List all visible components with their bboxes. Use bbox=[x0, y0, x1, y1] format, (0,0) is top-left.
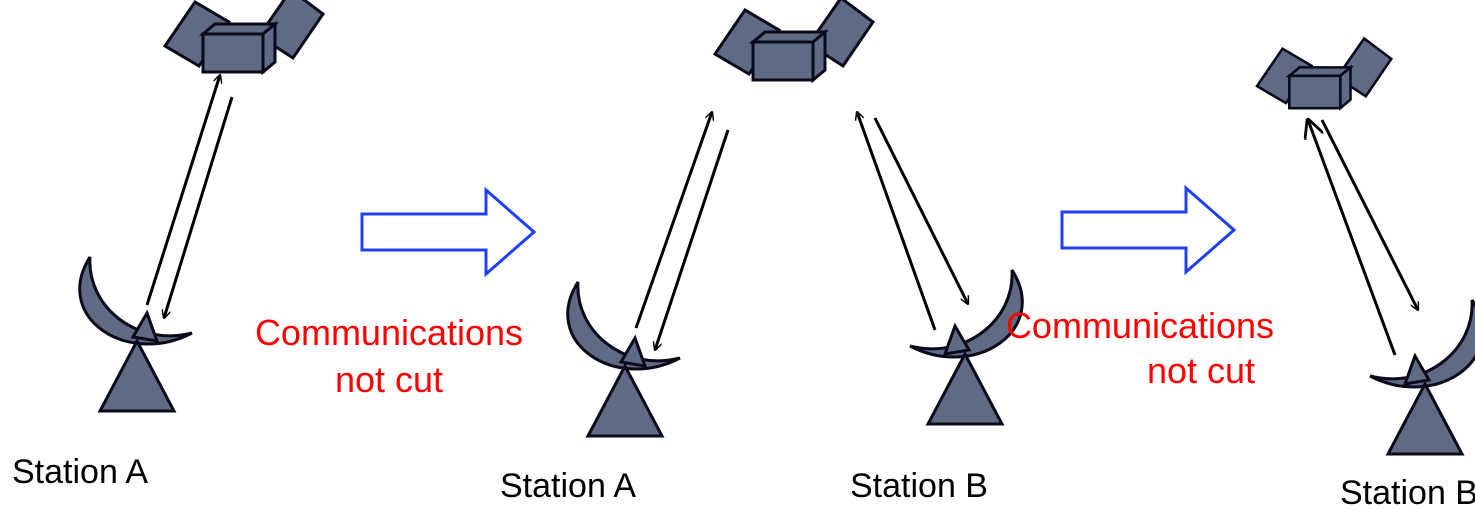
uplink-downlink-lines bbox=[1308, 120, 1420, 356]
dish-antenna-icon bbox=[566, 280, 682, 438]
uplink-downlink-lines bbox=[145, 75, 234, 318]
panel-3: Station B bbox=[1255, 37, 1475, 510]
svg-text:Communications: Communications bbox=[255, 312, 523, 353]
satellite-icon bbox=[1255, 37, 1393, 110]
uplink-downlink-lines bbox=[634, 112, 970, 350]
panel-2: Station A Station B bbox=[500, 0, 1024, 505]
dish-antenna-icon bbox=[1368, 298, 1475, 456]
satellite-icon bbox=[163, 0, 325, 74]
right-arrow-icon bbox=[1060, 186, 1236, 274]
svg-text:not cut: not cut bbox=[1147, 350, 1255, 391]
station-label: Station B bbox=[850, 467, 988, 505]
dish-antenna-icon bbox=[908, 268, 1024, 426]
station-label: Station A bbox=[12, 453, 148, 491]
right-arrow-icon bbox=[360, 188, 536, 276]
svg-text:not cut: not cut bbox=[335, 359, 443, 400]
satellite-icon bbox=[713, 0, 875, 82]
station-label: Station A bbox=[500, 467, 636, 505]
transition-note: Communications not cut bbox=[1006, 305, 1274, 391]
station-label: Station B bbox=[1340, 474, 1475, 510]
panel-1: Station A bbox=[12, 0, 325, 491]
transition-note: Communications not cut bbox=[255, 312, 523, 400]
svg-text:Communications: Communications bbox=[1006, 305, 1274, 346]
